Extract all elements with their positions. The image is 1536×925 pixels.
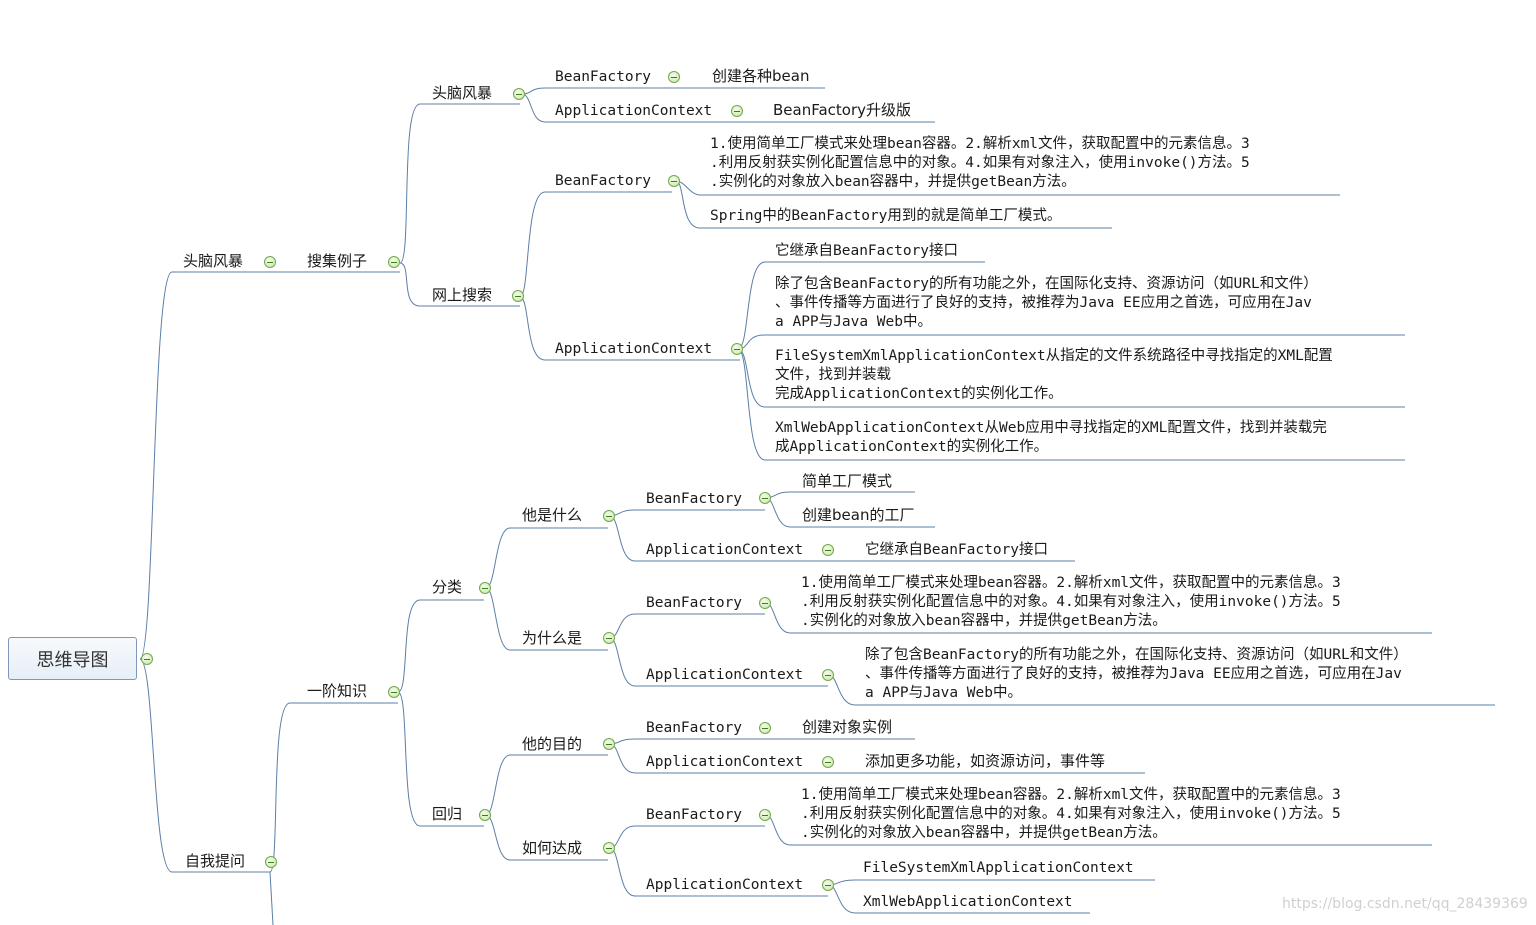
collapse-classify-button[interactable] [479, 582, 491, 594]
node-purpose-bf-desc[interactable]: 创建对象实例 [802, 718, 893, 736]
node-why-bf-desc[interactable]: 1.使用简单工厂模式来处理bean容器。2.解析xml文件，获取配置中的元素信息… [801, 575, 1341, 629]
collapse-purpose-beanfactory-button[interactable] [759, 722, 771, 734]
collapse-regress-button[interactable] [479, 809, 491, 821]
node-brainstorm[interactable]: 头脑风暴 [432, 84, 493, 102]
node-what-bf-desc1[interactable]: 简单工厂模式 [802, 472, 893, 490]
node-what-appcontext[interactable]: ApplicationContext [646, 542, 804, 558]
node-os-appcontext[interactable]: ApplicationContext [555, 341, 713, 357]
collapse-collect-examples-button[interactable] [388, 256, 400, 268]
collapse-bs-beanfactory-button[interactable] [668, 71, 680, 83]
node-bs-appcontext[interactable]: ApplicationContext [555, 103, 713, 119]
collapse-how-button[interactable] [603, 842, 615, 854]
node-classify[interactable]: 分类 [432, 578, 463, 596]
collapse-root-button[interactable] [141, 653, 153, 665]
node-bs-beanfactory-desc[interactable]: 创建各种bean [712, 67, 810, 85]
collapse-what-beanfactory-button[interactable] [759, 492, 771, 504]
root-node[interactable]: 思维导图 [8, 637, 137, 680]
node-what-is-it[interactable]: 他是什么 [522, 506, 583, 524]
collapse-how-beanfactory-button[interactable] [759, 809, 771, 821]
node-why[interactable]: 为什么是 [522, 629, 583, 647]
node-what-ac-desc[interactable]: 它继承自BeanFactory接口 [865, 542, 1049, 558]
collapse-what-is-it-button[interactable] [603, 510, 615, 522]
collapse-purpose-appcontext-button[interactable] [822, 756, 834, 768]
collapse-online-search-button[interactable] [512, 290, 524, 302]
node-os-ac-desc4[interactable]: XmlWebApplicationContext从Web应用中寻找指定的XML配… [775, 420, 1327, 455]
node-how-ac-desc2[interactable]: XmlWebApplicationContext [863, 894, 1073, 910]
collapse-brainstorm-button[interactable] [513, 88, 525, 100]
node-purpose-appcontext[interactable]: ApplicationContext [646, 754, 804, 770]
collapse-branch1-button[interactable] [264, 256, 276, 268]
node-purpose-ac-desc[interactable]: 添加更多功能，如资源访问，事件等 [865, 752, 1106, 770]
node-purpose-beanfactory[interactable]: BeanFactory [646, 720, 743, 736]
collapse-bs-appcontext-button[interactable] [731, 105, 743, 117]
collapse-what-appcontext-button[interactable] [822, 544, 834, 556]
node-first-order-knowledge[interactable]: 一阶知识 [307, 682, 368, 700]
collapse-os-beanfactory-button[interactable] [668, 175, 680, 187]
node-what-bf-desc2[interactable]: 创建bean的工厂 [802, 506, 915, 524]
collapse-purpose-button[interactable] [603, 738, 615, 750]
node-regress[interactable]: 回归 [432, 805, 463, 823]
watermark: https://blog.csdn.net/qq_28439369 [1282, 896, 1528, 912]
node-os-bf-desc2[interactable]: Spring中的BeanFactory用到的就是简单工厂模式。 [710, 208, 1062, 224]
node-branch2[interactable]: 自我提问 [185, 852, 246, 870]
collapse-os-appcontext-button[interactable] [731, 343, 743, 355]
node-what-beanfactory[interactable]: BeanFactory [646, 491, 743, 507]
node-bs-appcontext-desc[interactable]: BeanFactory升级版 [773, 101, 912, 119]
node-why-ac-desc[interactable]: 除了包含BeanFactory的所有功能之外，在国际化支持、资源访问（如URL和… [865, 647, 1408, 701]
node-bs-beanfactory[interactable]: BeanFactory [555, 69, 652, 85]
node-os-beanfactory[interactable]: BeanFactory [555, 173, 652, 189]
collapse-how-appcontext-button[interactable] [822, 879, 834, 891]
node-branch1[interactable]: 头脑风暴 [183, 252, 244, 270]
node-os-ac-desc1[interactable]: 它继承自BeanFactory接口 [775, 243, 959, 259]
node-online-search[interactable]: 网上搜索 [432, 286, 493, 304]
node-collect-examples[interactable]: 搜集例子 [307, 252, 368, 270]
node-why-beanfactory[interactable]: BeanFactory [646, 595, 743, 611]
collapse-why-appcontext-button[interactable] [822, 669, 834, 681]
node-how-ac-desc1[interactable]: FileSystemXmlApplicationContext [863, 860, 1134, 876]
node-os-ac-desc3[interactable]: FileSystemXmlApplicationContext从指定的文件系统路… [775, 348, 1333, 402]
node-how[interactable]: 如何达成 [522, 839, 583, 857]
collapse-branch2-button[interactable] [265, 856, 277, 868]
collapse-why-button[interactable] [603, 632, 615, 644]
node-how-appcontext[interactable]: ApplicationContext [646, 877, 804, 893]
root-label: 思维导图 [36, 649, 109, 671]
node-how-bf-desc[interactable]: 1.使用简单工厂模式来处理bean容器。2.解析xml文件，获取配置中的元素信息… [801, 787, 1341, 841]
node-os-bf-desc1[interactable]: 1.使用简单工厂模式来处理bean容器。2.解析xml文件，获取配置中的元素信息… [710, 136, 1250, 190]
node-os-ac-desc2[interactable]: 除了包含BeanFactory的所有功能之外，在国际化支持、资源访问（如URL和… [775, 276, 1318, 330]
collapse-why-beanfactory-button[interactable] [759, 597, 771, 609]
node-purpose[interactable]: 他的目的 [522, 735, 583, 753]
node-why-appcontext[interactable]: ApplicationContext [646, 667, 804, 683]
node-how-beanfactory[interactable]: BeanFactory [646, 807, 743, 823]
collapse-first-order-button[interactable] [388, 686, 400, 698]
